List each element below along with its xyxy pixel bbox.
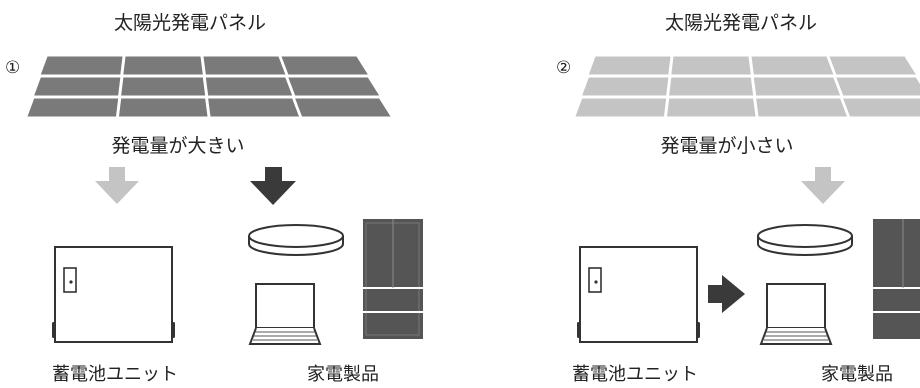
solar-cell bbox=[203, 56, 286, 75]
battery-label-2: 蓄電池ユニット bbox=[572, 364, 698, 385]
scene-1: 太陽光発電パネル ① 発電量が大きい 蓄電池ユニット bbox=[5, 12, 423, 385]
solar-cell bbox=[123, 56, 203, 75]
solar-cell bbox=[40, 56, 123, 75]
solar-panel-light-icon bbox=[575, 56, 920, 117]
arrow-to-appliances-light-icon bbox=[801, 167, 845, 204]
solar-cell bbox=[836, 77, 920, 96]
solar-cell bbox=[671, 56, 751, 75]
generation-text-2: 発電量が小さい bbox=[660, 135, 793, 157]
solar-cell bbox=[288, 77, 380, 96]
solar-cell bbox=[27, 98, 119, 117]
laptop-icon bbox=[248, 283, 322, 345]
solar-panel-dark-icon bbox=[27, 56, 391, 117]
solar-cell bbox=[756, 98, 847, 117]
battery-unit-icon bbox=[577, 246, 700, 343]
solar-cell bbox=[281, 56, 368, 75]
ceiling-light-icon bbox=[248, 224, 344, 256]
arrow-to-battery-light-icon bbox=[95, 167, 139, 204]
solar-cell bbox=[751, 56, 834, 75]
arrow-battery-to-appliances-dark-icon bbox=[708, 275, 745, 313]
solar-cell bbox=[667, 98, 756, 117]
solar-cell bbox=[575, 98, 667, 117]
solar-cell bbox=[829, 56, 916, 75]
solar-cell bbox=[208, 98, 299, 117]
solar-cell bbox=[843, 98, 920, 117]
ceiling-light-icon bbox=[757, 224, 853, 256]
scene-number-2: ② bbox=[556, 58, 571, 78]
solar-cell bbox=[582, 77, 669, 96]
solar-cell bbox=[295, 98, 391, 117]
solar-cell bbox=[669, 77, 754, 96]
solar-cell bbox=[121, 77, 206, 96]
scene-number-1: ① bbox=[5, 58, 20, 78]
refrigerator-icon bbox=[363, 219, 423, 339]
appliances-label-1: 家電製品 bbox=[307, 364, 379, 385]
battery-label-1: 蓄電池ユニット bbox=[52, 364, 178, 385]
panel-title-1: 太陽光発電パネル bbox=[114, 12, 266, 34]
refrigerator-icon bbox=[873, 219, 920, 339]
scene-2: 太陽光発電パネル ② 発電量が小さい 蓄電池ユニット bbox=[556, 12, 920, 385]
laptop-icon bbox=[759, 283, 833, 345]
solar-cell bbox=[753, 77, 841, 96]
appliances-label-2: 家電製品 bbox=[821, 364, 893, 385]
arrow-to-appliances-dark-icon bbox=[250, 167, 296, 205]
solar-cell bbox=[588, 56, 671, 75]
generation-text-1: 発電量が大きい bbox=[111, 135, 244, 157]
panel-title-2: 太陽光発電パネル bbox=[665, 12, 817, 34]
solar-cell bbox=[34, 77, 121, 96]
battery-unit-icon bbox=[52, 246, 175, 343]
solar-cell bbox=[119, 98, 208, 117]
solar-cell bbox=[205, 77, 293, 96]
